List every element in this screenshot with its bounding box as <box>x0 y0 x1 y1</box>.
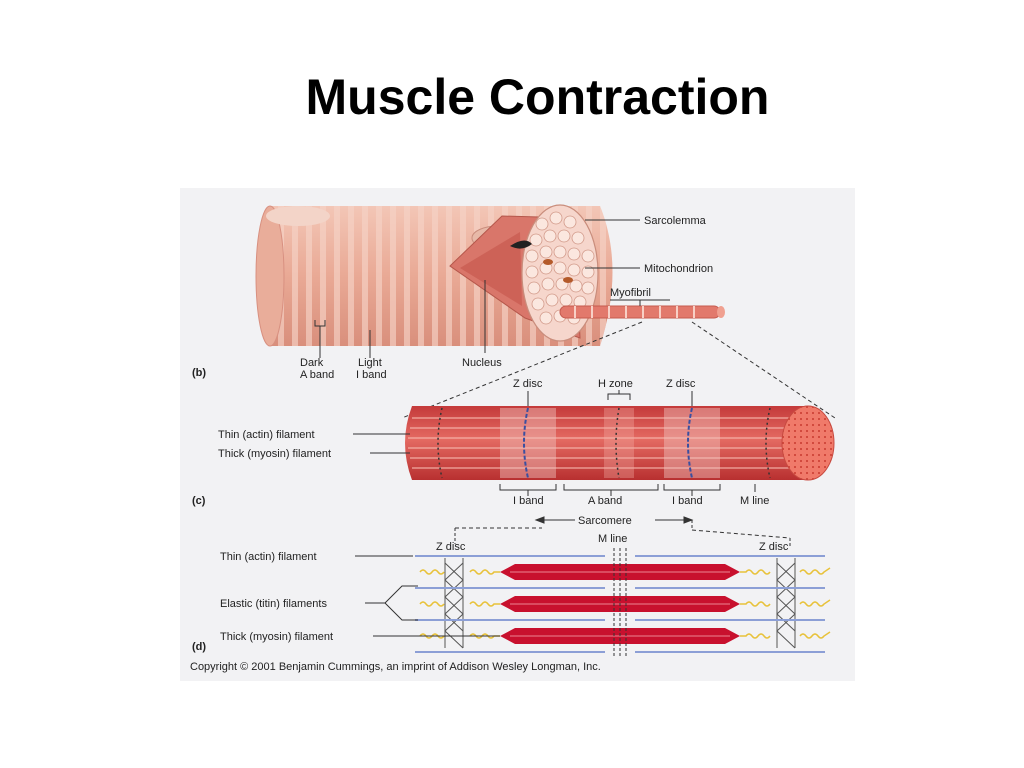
label-sarcomere: Sarcomere <box>578 515 632 527</box>
label-z-disc-left-c: Z disc <box>513 378 543 390</box>
actin-filaments <box>415 555 825 653</box>
label-z-disc-left-d: Z disc <box>436 541 466 553</box>
label-light-band-line1: Light <box>358 357 382 369</box>
label-sarcolemma: Sarcolemma <box>644 215 707 227</box>
mitochondrion-shape <box>543 259 553 265</box>
muscle-diagram: Sarcolemma Mitochondrion Myofibril Dark … <box>190 204 836 673</box>
muscle-structure-figure: Sarcolemma Mitochondrion Myofibril Dark … <box>180 188 855 681</box>
panel-label-b: (b) <box>192 367 206 379</box>
label-dark-band-line1: Dark <box>300 357 324 369</box>
z-disc-left-line <box>523 407 529 479</box>
label-dark-band-line2: A band <box>300 369 334 381</box>
z-disc-right-line <box>687 407 693 479</box>
slide-title: Muscle Contraction <box>305 69 770 125</box>
label-mitochondrion: Mitochondrion <box>644 263 713 275</box>
myofibril-segment <box>405 405 835 481</box>
label-light-band-line2: I band <box>356 369 387 381</box>
titin-filaments <box>419 567 831 639</box>
label-z-disc-right-c: Z disc <box>666 378 696 390</box>
label-m-line-c: M line <box>740 495 769 507</box>
nucleus-top <box>266 206 330 226</box>
sarcomere-filaments <box>415 548 831 658</box>
label-i-band-left: I band <box>513 495 544 507</box>
label-i-band-right: I band <box>672 495 703 507</box>
copyright-text: Copyright © 2001 Benjamin Cummings, an i… <box>190 661 601 673</box>
label-elastic-filaments: Elastic (titin) filaments <box>220 598 327 610</box>
myofibril-strand <box>559 305 721 319</box>
myofibril-end-face <box>781 405 835 481</box>
label-a-band: A band <box>588 495 622 507</box>
label-myofibril: Myofibril <box>610 287 651 299</box>
label-nucleus: Nucleus <box>462 357 502 369</box>
label-m-line-d: M line <box>598 533 627 545</box>
label-thin-filament-d: Thin (actin) filament <box>220 551 317 563</box>
m-line-mark <box>615 407 620 479</box>
panel-label-d: (d) <box>192 641 206 653</box>
myofibril-bundle <box>525 211 595 325</box>
label-thick-filament-d: Thick (myosin) filament <box>220 631 333 643</box>
panel-label-c: (c) <box>192 495 206 507</box>
muscle-fiber <box>255 204 725 347</box>
label-thin-filament-c: Thin (actin) filament <box>218 429 315 441</box>
label-thick-filament-c: Thick (myosin) filament <box>218 448 331 460</box>
label-z-disc-right-d: Z disc <box>759 541 789 553</box>
label-h-zone: H zone <box>598 378 633 390</box>
